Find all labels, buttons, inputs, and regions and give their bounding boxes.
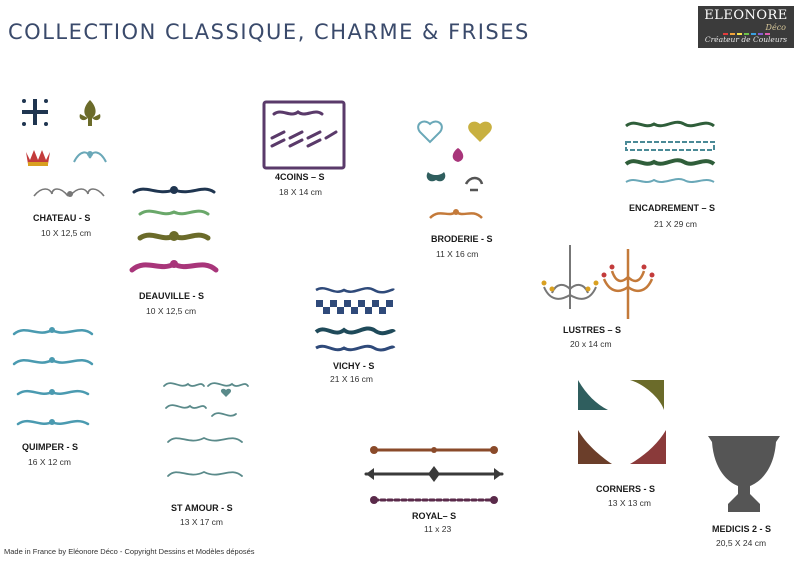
product-size-medicis-2: 20,5 X 24 cm [716, 538, 767, 548]
product-name-st-amour: ST AMOUR - S [171, 503, 233, 513]
product-size-broderie: 11 X 16 cm [436, 249, 479, 259]
logo-tagline: Créateur de Couleurs [704, 35, 788, 44]
logo-dot [736, 33, 742, 35]
vichy-stencil-art [314, 287, 396, 352]
4coins-stencil-art [262, 100, 346, 170]
product-name-deauville: DEAUVILLE - S [139, 291, 205, 301]
quimper-stencil-art [12, 327, 94, 426]
eleonore-deco-logo: ELEONORE Déco Créateur de Couleurs [698, 6, 794, 48]
st-amour-stencil-art [163, 382, 249, 477]
product-size-chateau: 10 X 12,5 cm [41, 228, 92, 238]
corners-stencil-art [578, 380, 666, 464]
product-name-corners: CORNERS - S [596, 484, 656, 494]
product-size-lustres: 20 x 14 cm [570, 339, 612, 349]
product-size-deauville: 10 X 12,5 cm [146, 306, 197, 316]
product-name-royal: ROYAL– S [412, 511, 457, 521]
deauville-stencil-art [129, 186, 219, 273]
logo-dot [743, 33, 749, 35]
logo-brand: ELEONORE [704, 8, 788, 23]
lustres-stencil-art [541, 245, 655, 319]
product-size-quimper: 16 X 12 cm [28, 457, 71, 467]
product-name-chateau: CHATEAU - S [33, 213, 91, 223]
product-name-vichy: VICHY - S [333, 361, 375, 371]
medicis-urn-stencil-art [708, 436, 780, 512]
product-name-medicis-2: MEDICIS 2 - S [712, 524, 772, 534]
logo-sub: Déco [765, 23, 786, 32]
logo-dot [722, 33, 728, 35]
copyright-footer: Made in France by Eléonore Déco - Copyri… [4, 547, 255, 556]
logo-color-dots [698, 33, 794, 35]
product-name-lustres: LUSTRES – S [563, 325, 622, 335]
logo-dot [750, 33, 756, 35]
broderie-stencil-art [417, 120, 492, 219]
product-size-st-amour: 13 X 17 cm [180, 517, 223, 527]
product-size-4coins: 18 X 14 cm [279, 187, 322, 197]
product-name-quimper: QUIMPER - S [22, 442, 79, 452]
product-name-broderie: BRODERIE - S [431, 234, 493, 244]
royal-stencil-art [364, 446, 504, 504]
logo-dot [729, 33, 735, 35]
page-title: COLLECTION CLASSIQUE, CHARME & FRISES [8, 20, 530, 44]
product-size-royal: 11 x 23 [424, 524, 452, 534]
chateau-stencil-art [22, 99, 107, 197]
encadrement-stencil-art [624, 120, 716, 183]
product-size-corners: 13 X 13 cm [608, 498, 651, 508]
product-name-encadrement: ENCADREMENT – S [629, 203, 716, 213]
product-name-4coins: 4COINS – S [275, 172, 325, 182]
logo-dot [757, 33, 763, 35]
logo-dot [764, 33, 770, 35]
product-size-encadrement: 21 X 29 cm [654, 219, 697, 229]
product-size-vichy: 21 X 16 cm [330, 374, 373, 384]
